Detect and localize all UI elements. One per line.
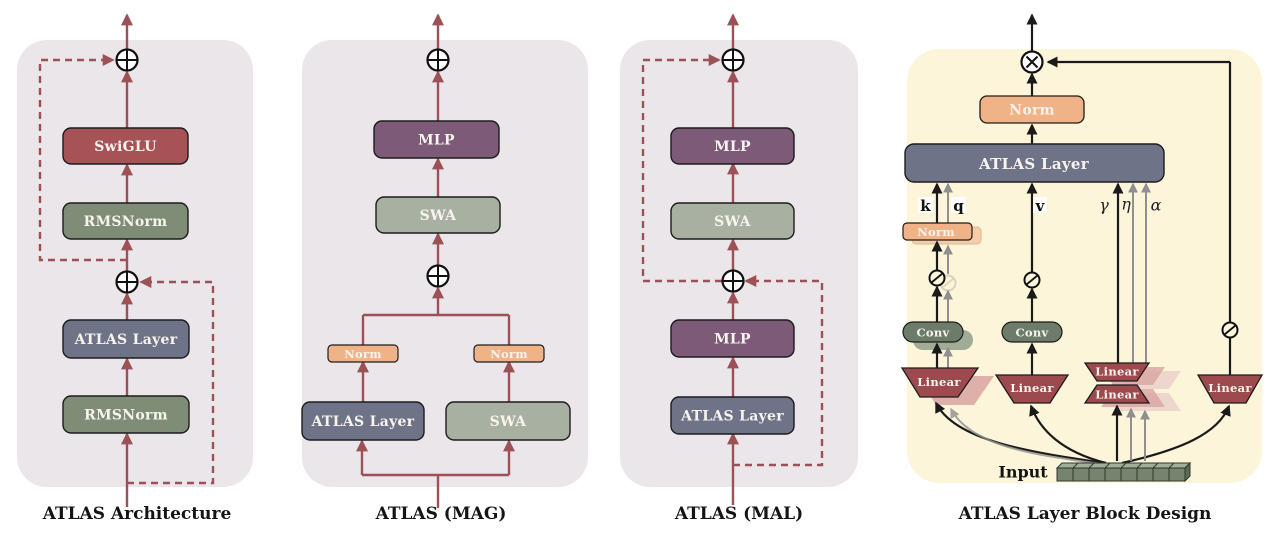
circle-plus-icon: [115, 270, 139, 294]
mag-arrows: [356, 13, 515, 508]
atlas-layer-block: [301, 401, 425, 441]
conv-kq-label: Conv: [916, 326, 949, 340]
mlp-block: [373, 120, 500, 159]
linear-gate-bottom-block: [1083, 384, 1151, 404]
conv-v-block: [1001, 321, 1063, 343]
input-tensor-strip: [1055, 461, 1192, 483]
atlas-layer-label: ATLAS Layer: [74, 332, 178, 348]
atlas-layer-block: [904, 143, 1165, 183]
mlp-label: MLP: [418, 133, 455, 149]
swiglu-label: SwiGLU: [94, 139, 157, 155]
circle-times-icon: [1020, 50, 1044, 74]
swa-block: [670, 202, 795, 240]
linear-right-label: Linear: [1208, 381, 1252, 395]
circle-plus-icon: [721, 269, 745, 293]
rmsnorm-top-label: RMSNorm: [84, 214, 168, 230]
swa-top-label: SWA: [420, 208, 458, 224]
circle-plus-icon: [721, 48, 745, 72]
mal-arrows: [641, 13, 824, 505]
circle-plus-icon: [426, 48, 450, 72]
rmsnorm-bottom-block: [62, 395, 190, 434]
activation-icon: [1023, 271, 1041, 289]
atlas-layer-block: [62, 319, 190, 359]
linear-v-block: [994, 374, 1070, 404]
activation-icon: [1221, 321, 1239, 339]
mlp-top-block: [670, 127, 795, 165]
k-label-chip: [918, 197, 933, 213]
norm-left-block: [327, 344, 399, 363]
conv-v-label: Conv: [1015, 326, 1048, 340]
linear-gate-top-label: Linear: [1095, 365, 1139, 379]
norm-kq-label: Norm: [917, 225, 955, 239]
linear-kq-label: Linear: [917, 375, 961, 389]
mlp-mid-label: MLP: [714, 332, 751, 348]
swiglu-block: [62, 127, 189, 165]
atlas-layer-label: ATLAS Layer: [978, 155, 1090, 173]
conv-kq-block: [902, 321, 964, 343]
swa-top-block: [375, 196, 501, 234]
circle-plus-icon: [426, 264, 450, 288]
v-label-chip: [1033, 197, 1047, 213]
norm-out-block: [979, 95, 1085, 124]
atlas-layer-label: ATLAS Layer: [311, 414, 415, 430]
panel-caption-arch: ATLAS Architecture: [42, 504, 232, 524]
atlas-layer-label: ATLAS Layer: [680, 409, 784, 425]
norm-right-block: [473, 344, 545, 363]
block-design-arrows: [931, 13, 1232, 465]
activation-icon: [928, 269, 946, 287]
input-label: Input: [998, 463, 1048, 482]
atlas-layer-block: [670, 396, 795, 435]
norm-out-label: Norm: [1009, 103, 1055, 119]
swa-bottom-block: [445, 401, 571, 441]
k-signal-label: k: [920, 197, 931, 215]
panel-caption-mag: ATLAS (MAG): [375, 504, 507, 524]
linear-v-label: Linear: [1010, 381, 1054, 395]
rmsnorm-bottom-label: RMSNorm: [84, 408, 168, 424]
eta-signal-label: η: [1121, 195, 1131, 214]
norm-kq-block: [902, 222, 973, 241]
arch-residual-arrows: [38, 13, 215, 507]
q-signal-label: q: [953, 197, 964, 215]
panel-caption-mal: ATLAS (MAL): [674, 504, 803, 524]
mlp-mid-block: [670, 319, 795, 358]
norm-left-label: Norm: [344, 347, 382, 361]
gamma-signal-label: γ: [1099, 196, 1109, 215]
norm-right-label: Norm: [490, 347, 528, 361]
circle-plus-icon: [115, 48, 139, 72]
q-label-chip: [951, 197, 966, 213]
swa-bottom-label: SWA: [490, 414, 528, 430]
panel-caption-block-design: ATLAS Layer Block Design: [958, 504, 1212, 524]
v-signal-label: v: [1035, 197, 1046, 215]
mlp-top-label: MLP: [714, 139, 751, 155]
swa-label: SWA: [714, 214, 752, 230]
linear-right-block: [1196, 374, 1264, 404]
signal-labels: k q v γ η α: [918, 195, 1162, 215]
block-design-gray-arrows: [943, 182, 1151, 466]
linear-gate-bottom-label: Linear: [1095, 388, 1139, 402]
linear-kq-block: [900, 367, 980, 398]
alpha-signal-label: α: [1151, 196, 1162, 215]
rmsnorm-top-block: [62, 202, 189, 240]
linear-gate-top-block: [1083, 362, 1151, 382]
